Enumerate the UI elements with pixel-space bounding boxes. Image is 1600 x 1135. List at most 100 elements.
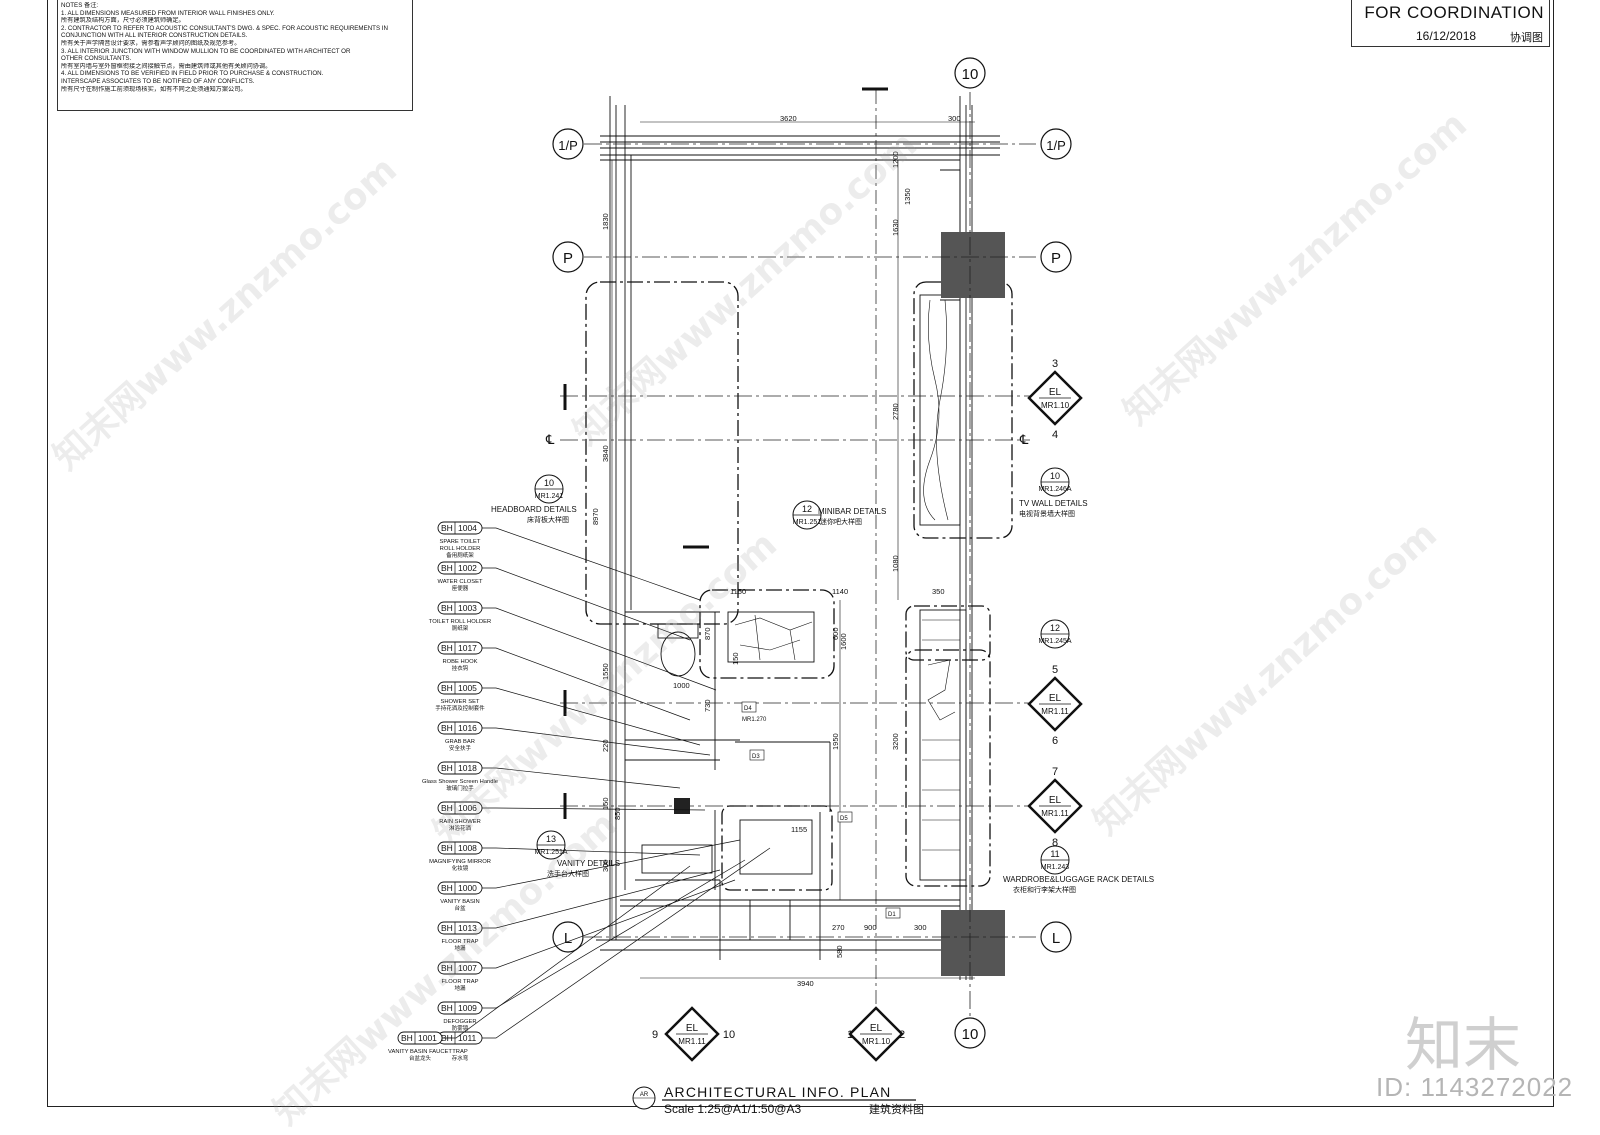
fixture-name-cn: 化妆镜 bbox=[452, 864, 469, 872]
fixture-name-cn: 备用厕纸架 bbox=[446, 551, 474, 559]
fixture-number: 1000 bbox=[458, 883, 477, 893]
dim-1950: 1950 bbox=[831, 733, 840, 750]
coordination-stamp: FOR COORDINATION 16/12/2018 协调图 bbox=[1351, 0, 1550, 47]
svg-text:5: 5 bbox=[1052, 664, 1058, 676]
svg-text:D1: D1 bbox=[888, 912, 896, 918]
fixture-number: 1004 bbox=[458, 523, 477, 533]
dim-1155: 1155 bbox=[791, 825, 807, 834]
fixture-number: 1005 bbox=[458, 683, 477, 693]
svg-text:7: 7 bbox=[1052, 766, 1058, 778]
grid-bubble-p-right: P bbox=[1051, 250, 1061, 267]
callout-wardrobe: 11 MR1.243 WARDROBE&LUGGAGE RACK DETAILS… bbox=[1003, 845, 1154, 894]
svg-text:MR1.270: MR1.270 bbox=[742, 717, 767, 723]
svg-text:℄: ℄ bbox=[545, 432, 555, 447]
elevation-marker-9-10: EL MR1.11 9 10 bbox=[652, 1006, 735, 1062]
fixture-code: BH bbox=[441, 643, 453, 653]
svg-text:12: 12 bbox=[802, 504, 812, 514]
fixture-code: BH bbox=[441, 763, 453, 773]
fixture-name: WATER CLOSET bbox=[437, 579, 483, 585]
fixture-code: BH bbox=[441, 603, 453, 613]
svg-text:10: 10 bbox=[1050, 471, 1060, 481]
fixture-number: 1013 bbox=[458, 923, 477, 933]
fixture-name: TOILET ROLL HOLDER bbox=[429, 619, 491, 625]
svg-text:MR1.243: MR1.243 bbox=[1041, 864, 1070, 871]
fixture-code: BH bbox=[441, 963, 453, 973]
fixture-name-cn: 座便器 bbox=[452, 584, 469, 592]
svg-text:MR1.245A: MR1.245A bbox=[1038, 638, 1071, 645]
notes-line: 2. CONTRACTOR TO REFER TO ACOUSTIC CONSU… bbox=[61, 24, 388, 32]
fixture-name: GRAB BAR bbox=[445, 739, 475, 745]
callout-headboard: 10 MR1.241 HEADBOARD DETAILS 床背板大样图 bbox=[491, 474, 577, 524]
elevation-marker-1-2: EL MR1.10 1 2 bbox=[847, 1006, 905, 1062]
svg-text:11: 11 bbox=[1050, 849, 1059, 859]
fixture-number: 1007 bbox=[458, 963, 477, 973]
status-cn: 协调图 bbox=[1510, 32, 1543, 44]
notes-line: 所有建筑及结构方面，尺寸必须建筑师确定。 bbox=[61, 17, 185, 25]
svg-text:VANITY DETAILS: VANITY DETAILS bbox=[557, 859, 620, 868]
fixture-name: FLOOR TRAP bbox=[442, 939, 479, 945]
notes-line: NOTES 备注: bbox=[61, 2, 99, 9]
plan-scale: Scale 1:25@A1/1:50@A3 bbox=[664, 1102, 801, 1116]
fixture-code: BH bbox=[441, 803, 453, 813]
svg-text:床背板大样图: 床背板大样图 bbox=[527, 515, 569, 524]
dim-270: 270 bbox=[832, 923, 845, 932]
svg-text:MR1.10: MR1.10 bbox=[862, 1037, 891, 1046]
plan-title-tag: AR bbox=[640, 1092, 649, 1098]
svg-text:MR1.251: MR1.251 bbox=[793, 519, 822, 526]
fixture-code: BH bbox=[441, 683, 453, 693]
svg-text:D3: D3 bbox=[752, 754, 760, 760]
fixture-name-cn: 挂衣钩 bbox=[452, 664, 469, 672]
status-title: FOR COORDINATION bbox=[1364, 3, 1544, 22]
watermark-id: ID: 1143272022 bbox=[1376, 1072, 1574, 1102]
fixture-number: 1018 bbox=[458, 763, 477, 773]
fixture-name-cn: 台盆龙头 bbox=[409, 1054, 432, 1062]
dim-1830: 1830 bbox=[601, 213, 610, 230]
fixture-name-cn: 淋浴花洒 bbox=[449, 824, 472, 832]
svg-text:MR1.11: MR1.11 bbox=[678, 1037, 706, 1046]
svg-text:D5: D5 bbox=[840, 816, 848, 822]
svg-text:D4: D4 bbox=[744, 706, 752, 712]
dim-1550: 1550 bbox=[601, 663, 610, 680]
fixture-number: 1002 bbox=[458, 563, 477, 573]
notes-line: 3. ALL INTERIOR JUNCTION WITH WINDOW MUL… bbox=[61, 47, 351, 55]
fixture-number: 1003 bbox=[458, 603, 477, 613]
watermark-brand: 知末 bbox=[1405, 1011, 1522, 1079]
fixture-code: BH bbox=[441, 883, 453, 893]
fixture-name-cn: 地漏 bbox=[454, 944, 466, 952]
dim-1140: 1140 bbox=[832, 587, 848, 596]
notes-line: 4. ALL DIMENSIONS TO BE VERIFIED IN FIEL… bbox=[61, 70, 324, 78]
fixture-number: 1006 bbox=[458, 803, 477, 813]
fixture-code: BH bbox=[441, 843, 453, 853]
svg-text:℄: ℄ bbox=[1019, 432, 1029, 447]
svg-text:迷你吧大样图: 迷你吧大样图 bbox=[820, 517, 862, 526]
fixture-number: 1008 bbox=[458, 843, 477, 853]
dim-1080: 1080 bbox=[891, 555, 900, 572]
fixture-code: BH bbox=[401, 1033, 413, 1043]
fixture-name: SHOWER SET bbox=[441, 699, 480, 705]
fixture-name: ROBE HOOK bbox=[442, 659, 477, 665]
fixture-name-cn: 手持花洒及控制套件 bbox=[435, 704, 485, 712]
svg-text:10: 10 bbox=[544, 478, 554, 488]
grid-bubble-p-left: P bbox=[563, 250, 573, 267]
dim-150: 150 bbox=[601, 797, 610, 810]
fixture-number: 1009 bbox=[458, 1003, 477, 1013]
svg-text:EL: EL bbox=[1049, 693, 1062, 704]
svg-text:3: 3 bbox=[1052, 358, 1058, 370]
elevation-marker-5-6: EL MR1.11 5 6 bbox=[1027, 664, 1083, 747]
plan-title: AR ARCHITECTURAL INFO. PLAN Scale 1:25@A… bbox=[632, 1084, 924, 1116]
dim-300-bottom: 300 bbox=[914, 923, 927, 932]
notes-line: 1. ALL DIMENSIONS MEASURED FROM INTERIOR… bbox=[61, 9, 275, 17]
svg-text:MR1.11: MR1.11 bbox=[1041, 809, 1069, 818]
elevation-marker-7-8: EL MR1.11 7 8 bbox=[1027, 766, 1083, 849]
fixture-name: VANITY BASIN FAUCET bbox=[388, 1049, 452, 1055]
dim-150-mid: 150 bbox=[731, 652, 740, 665]
svg-text:MR1.11: MR1.11 bbox=[1041, 707, 1069, 716]
fixture-name-cn: 存水弯 bbox=[452, 1054, 469, 1062]
grid-bubble-l-left: L bbox=[564, 930, 572, 947]
